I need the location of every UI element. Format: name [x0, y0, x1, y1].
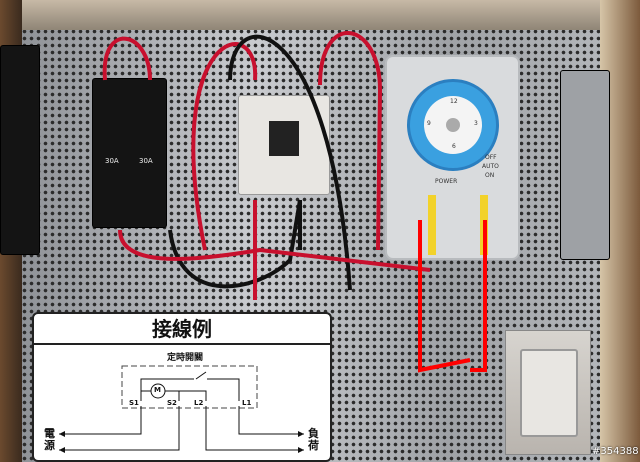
- red-wire: [191, 42, 258, 251]
- left-breaker: [0, 45, 40, 255]
- mode-auto: AUTO: [482, 163, 499, 170]
- rocker-switch: [520, 349, 578, 437]
- contactor-window: [269, 121, 299, 156]
- timer-box: [121, 365, 258, 409]
- panel-top-frame: [0, 0, 640, 30]
- red-wire: [102, 36, 152, 81]
- internal-wiring: [140, 378, 240, 401]
- dial-3: 3: [474, 120, 478, 127]
- dial-12: 12: [450, 98, 458, 105]
- wiring-diagram: 接線例 定時開關 M S1 S2 L2 L1 電源 負荷: [32, 312, 332, 462]
- motor-symbol: [150, 383, 166, 399]
- watermark: #354388: [592, 446, 639, 457]
- breaker-rating-right: 30A: [139, 157, 153, 165]
- red-annotation-line: [418, 220, 487, 373]
- black-wire: [228, 34, 352, 291]
- timer-switch: 12 3 6 9 OFF AUTO ON POWER: [385, 55, 520, 260]
- dial-6: 6: [452, 143, 456, 150]
- black-wire: [168, 199, 302, 289]
- power-source-label: 電源: [44, 427, 55, 452]
- magnetic-contactor: [238, 95, 330, 195]
- external-wiring: [59, 406, 304, 451]
- circuit-breaker: 30A 30A: [92, 78, 167, 228]
- mode-off: OFF: [485, 154, 497, 161]
- diagram-title: 接線例: [34, 314, 330, 345]
- mode-on: ON: [485, 172, 495, 179]
- red-wire: [118, 229, 431, 272]
- motor-label: M: [154, 386, 161, 394]
- red-wire: [318, 31, 383, 251]
- circuit-lines: [59, 365, 304, 453]
- terminal-l2: L2: [194, 399, 204, 407]
- rocker-switch-photo: [505, 330, 591, 455]
- breaker-rating-left: 30A: [105, 157, 119, 165]
- terminal-s1: S1: [129, 399, 139, 407]
- right-device: [560, 70, 610, 260]
- yellow-sleeve: [428, 195, 436, 255]
- power-label: POWER: [435, 178, 458, 185]
- timer-dial: 12 3 6 9: [407, 79, 499, 171]
- timer-switch-label: 定時開關: [167, 353, 204, 363]
- terminal-s2: S2: [167, 399, 177, 407]
- terminal-l1: L1: [242, 399, 252, 407]
- timer-face: 12 3 6 9: [424, 96, 482, 154]
- dial-knob[interactable]: [446, 118, 460, 132]
- dial-9: 9: [427, 120, 431, 127]
- switch-contact: [195, 371, 207, 380]
- load-label: 負荷: [308, 427, 319, 452]
